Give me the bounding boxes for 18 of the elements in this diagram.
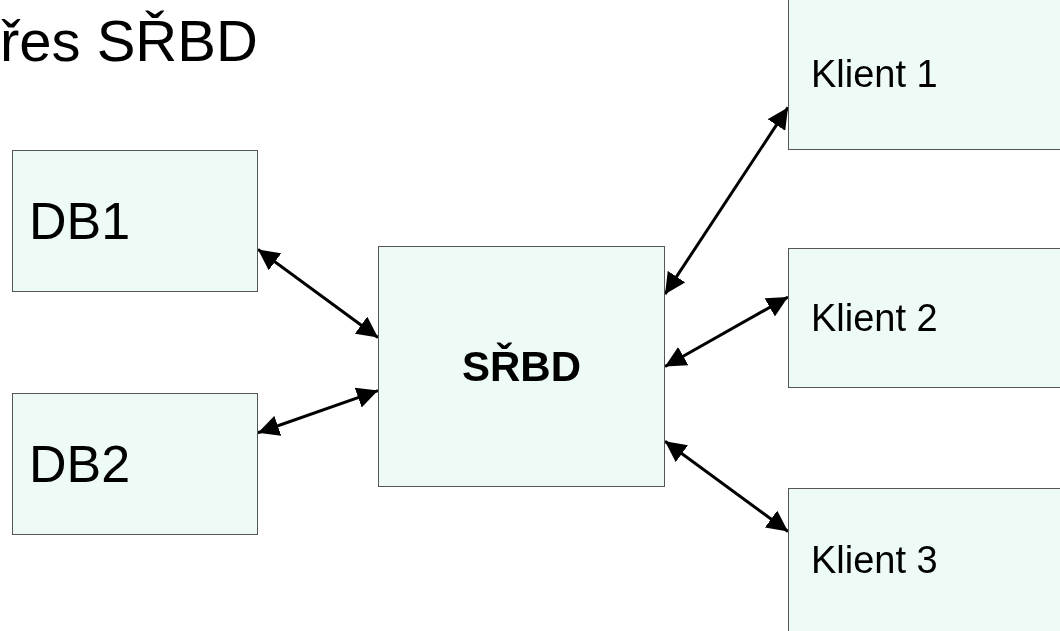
double-arrow	[663, 106, 790, 296]
database-box	[12, 150, 258, 292]
node-label: Klient 1	[811, 52, 938, 96]
double-arrow	[664, 440, 789, 533]
double-arrow	[257, 387, 379, 436]
client-box	[788, 488, 1060, 631]
node-label: DB1	[29, 191, 131, 251]
double-arrow	[664, 295, 789, 368]
node-label: DB2	[29, 434, 131, 494]
node-label: Klient 3	[811, 539, 938, 582]
node-label: Klient 2	[811, 296, 938, 340]
client-box	[788, 248, 1060, 388]
node-label: SŘBD	[462, 342, 581, 391]
server-box	[378, 246, 665, 487]
client-box	[788, 0, 1060, 150]
diagram-title: řes SŘBD	[0, 12, 258, 70]
database-box	[12, 393, 258, 535]
double-arrow	[257, 248, 379, 339]
